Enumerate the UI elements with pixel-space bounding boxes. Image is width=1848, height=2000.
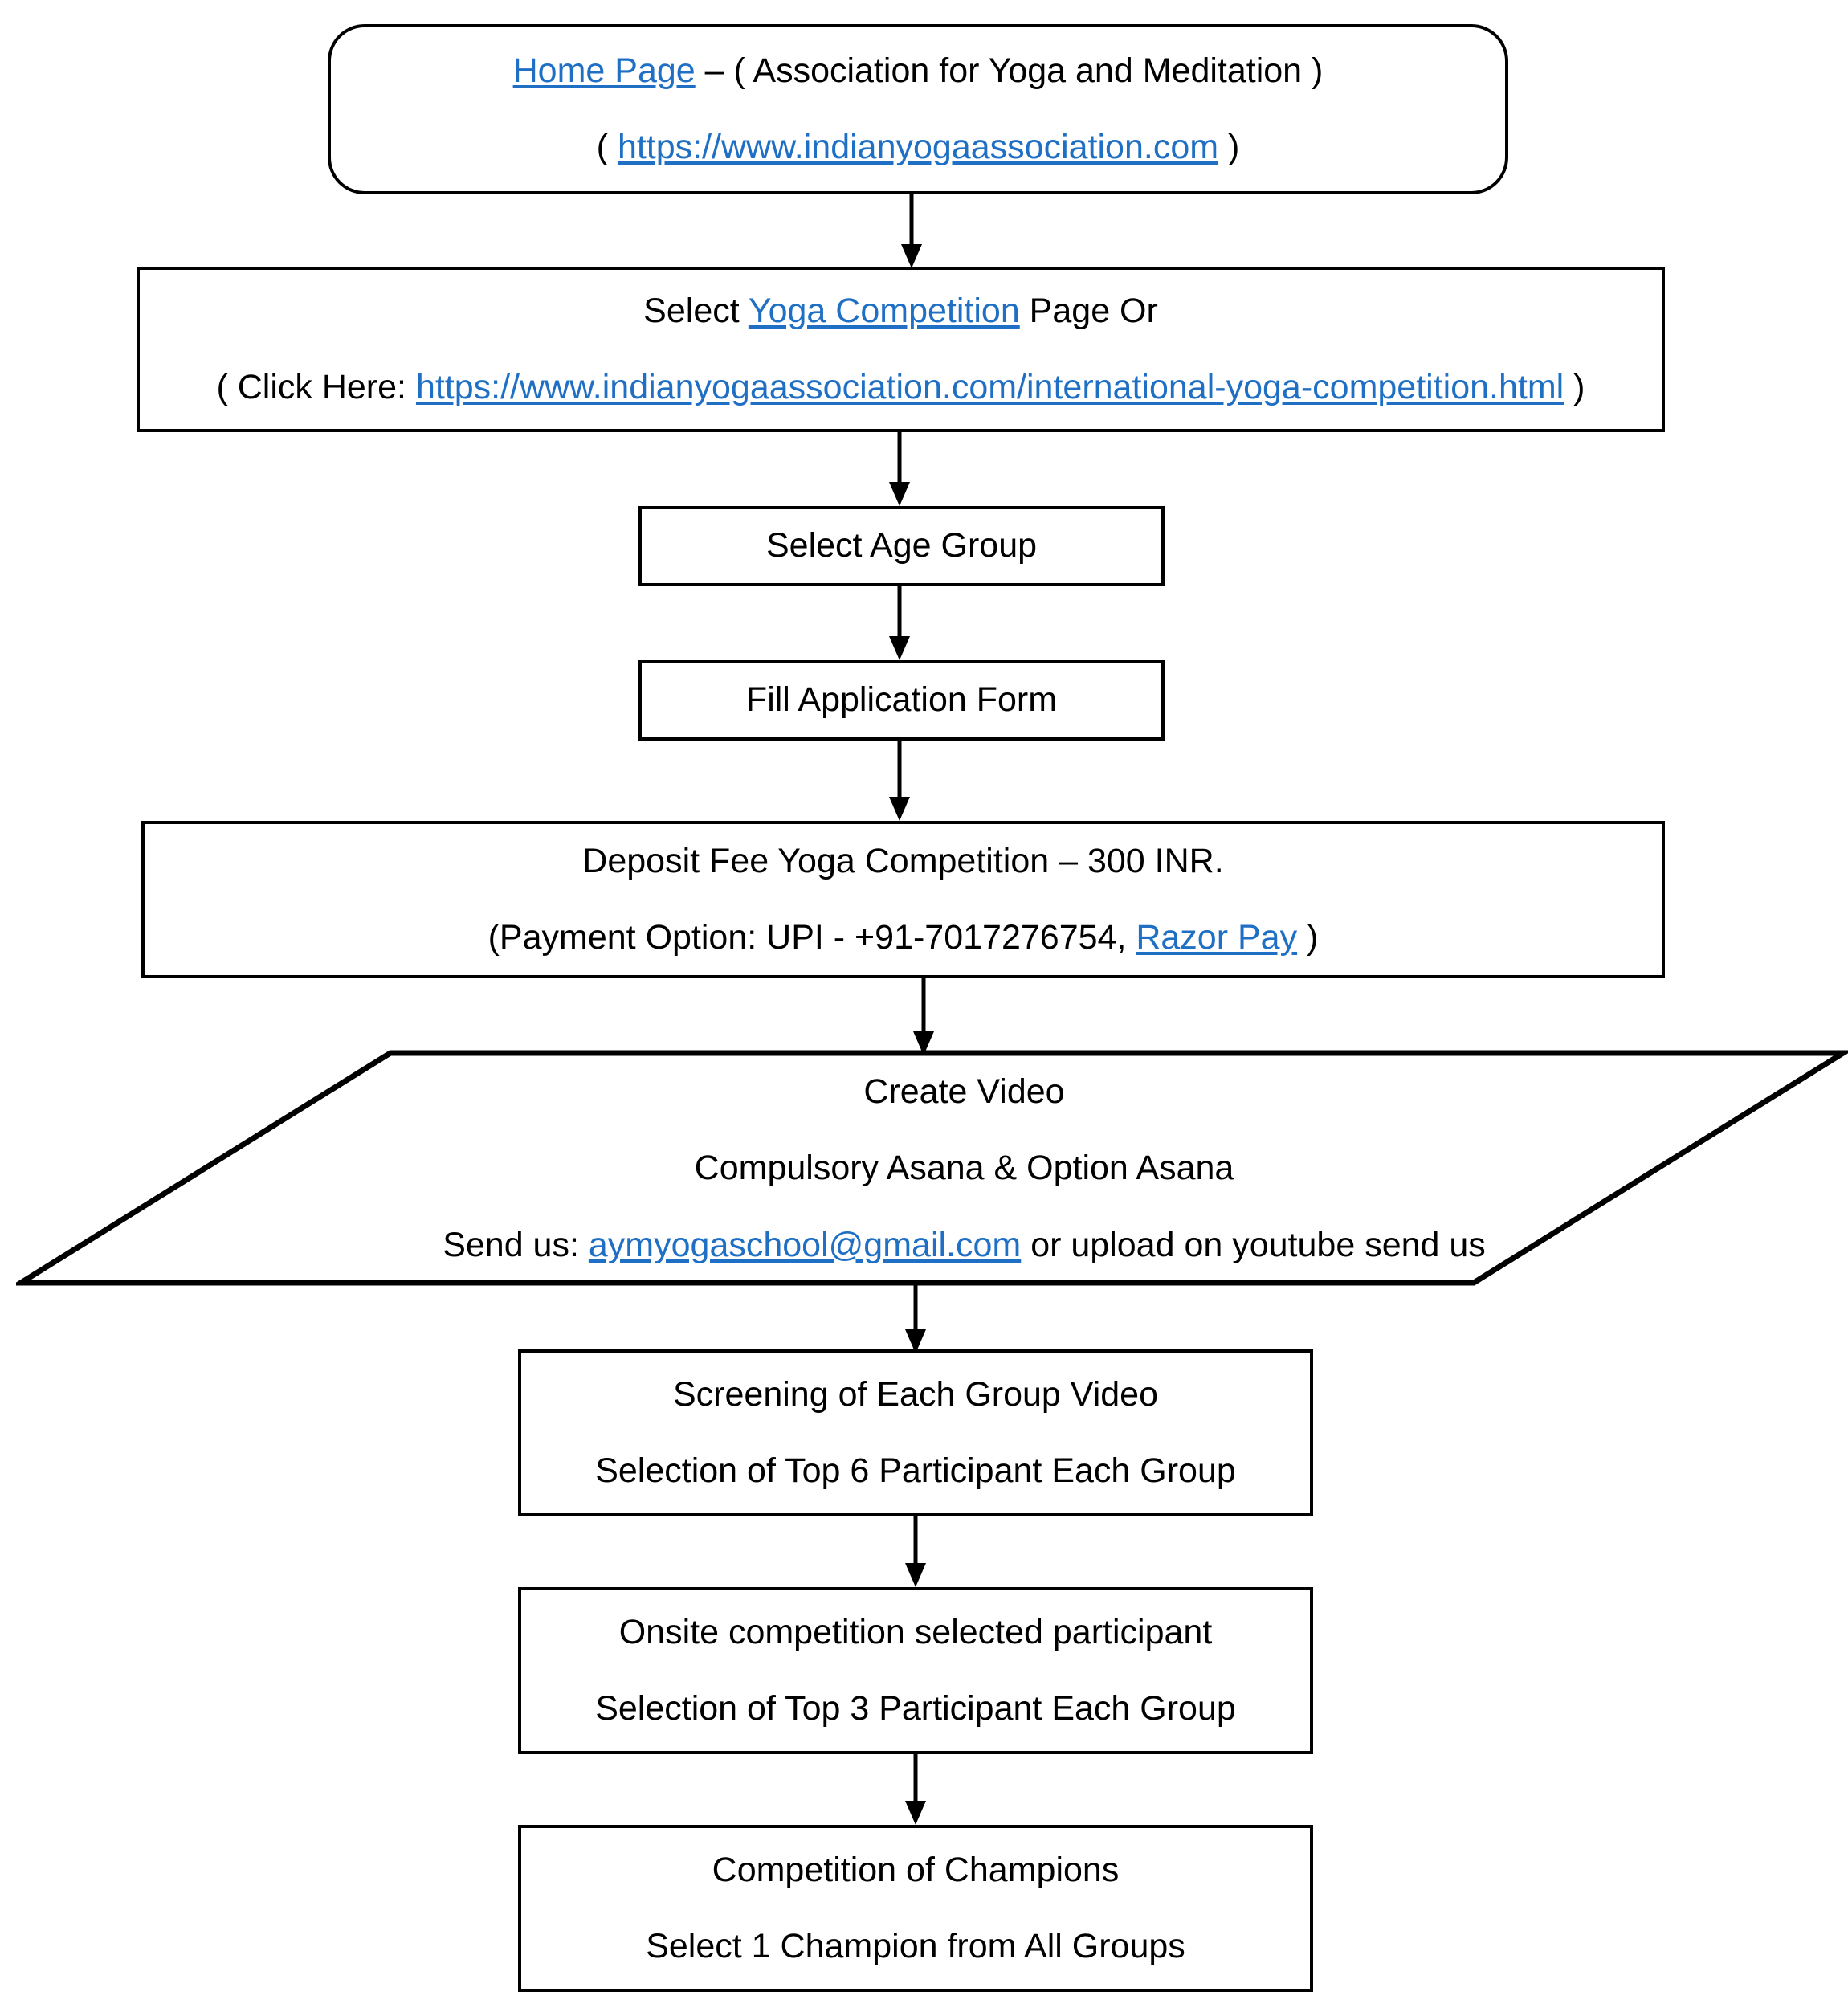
home-page-link[interactable]: Home Page	[512, 51, 696, 90]
select-age-group-label: Select Age Group	[765, 526, 1038, 565]
select-competition-line-2: ( Click Here: https://www.indianyogaasso…	[216, 368, 1585, 407]
home-page-line-1: Home Page – ( Association for Yoga and M…	[513, 51, 1324, 91]
node-select-yoga-competition[interactable]: Select Yoga Competition Page Or ( Click …	[137, 267, 1665, 432]
arrow-screening-to-onsite	[900, 1516, 932, 1587]
home-page-url-link[interactable]: https://www.indianyogaassociation.com	[617, 128, 1219, 166]
champions-line-2: Select 1 Champion from All Groups	[646, 1927, 1185, 1965]
select-prefix-text: Select	[643, 291, 749, 330]
arrow-video-to-screening	[900, 1281, 932, 1353]
home-page-rest-text: – ( Association for Yoga and Meditation …	[695, 51, 1324, 90]
node-competition-of-champions[interactable]: Competition of Champions Select 1 Champi…	[518, 1825, 1313, 1992]
screening-line-1: Screening of Each Group Video	[673, 1374, 1158, 1414]
payment-prefix-text: (Payment Option: UPI - +91-7017276754,	[487, 918, 1136, 957]
email-link[interactable]: aymyogaschool@gmail.com	[588, 1225, 1022, 1264]
onsite-line-1: Onsite competition selected participant	[618, 1612, 1213, 1651]
node-deposit-fee[interactable]: Deposit Fee Yoga Competition – 300 INR. …	[141, 821, 1665, 978]
node-onsite-competition[interactable]: Onsite competition selected participant …	[518, 1587, 1313, 1754]
arrow-age-to-form	[883, 586, 916, 660]
arrow-select-to-age	[883, 432, 916, 506]
razor-pay-link[interactable]: Razor Pay	[1136, 918, 1298, 957]
screening-line-2: Selection of Top 6 Participant Each Grou…	[595, 1451, 1236, 1490]
competition-url-link[interactable]: https://www.indianyogaassociation.com/in…	[415, 368, 1564, 406]
send-us-prefix-text: Send us:	[443, 1225, 589, 1264]
deposit-fee-line-2: (Payment Option: UPI - +91-7017276754, R…	[488, 918, 1319, 957]
node-select-age-group[interactable]: Select Age Group	[638, 506, 1165, 586]
create-video-text-block: Create Video Compulsory Asana & Option A…	[16, 1048, 1848, 1289]
fill-application-form-label: Fill Application Form	[745, 680, 1058, 720]
create-video-line-2: Compulsory Asana & Option Asana	[694, 1149, 1234, 1188]
onsite-line-2: Selection of Top 3 Participant Each Grou…	[595, 1689, 1236, 1728]
parallelogram-shape	[16, 1050, 1848, 1286]
payment-suffix-text: )	[1297, 918, 1319, 957]
node-fill-application-form[interactable]: Fill Application Form	[638, 660, 1165, 741]
select-competition-line-1: Select Yoga Competition Page Or	[643, 292, 1158, 331]
yoga-competition-link[interactable]: Yoga Competition	[748, 291, 1020, 330]
paren-open: (	[596, 128, 618, 166]
home-page-line-2: ( https://www.indianyogaassociation.com …	[597, 128, 1240, 167]
create-video-line-1: Create Video	[863, 1071, 1065, 1111]
select-suffix-text: Page Or	[1019, 291, 1158, 330]
click-here-suffix-text: )	[1564, 368, 1585, 406]
node-create-video[interactable]: Create Video Compulsory Asana & Option A…	[16, 1048, 1848, 1289]
arrow-onsite-to-champions	[900, 1754, 932, 1825]
node-screening[interactable]: Screening of Each Group Video Selection …	[518, 1349, 1313, 1516]
deposit-fee-line-1: Deposit Fee Yoga Competition – 300 INR.	[582, 841, 1224, 880]
champions-line-1: Competition of Champions	[712, 1850, 1120, 1889]
click-here-prefix-text: ( Click Here:	[216, 368, 416, 406]
arrow-fee-to-video	[908, 978, 940, 1055]
arrow-home-to-select	[895, 194, 928, 268]
node-home-page[interactable]: Home Page – ( Association for Yoga and M…	[328, 24, 1508, 194]
send-us-suffix-text: or upload on youtube send us	[1021, 1225, 1486, 1264]
create-video-line-3: Send us: aymyogaschool@gmail.com or uplo…	[443, 1226, 1486, 1265]
paren-close: )	[1218, 128, 1240, 166]
arrow-form-to-fee	[883, 741, 916, 821]
